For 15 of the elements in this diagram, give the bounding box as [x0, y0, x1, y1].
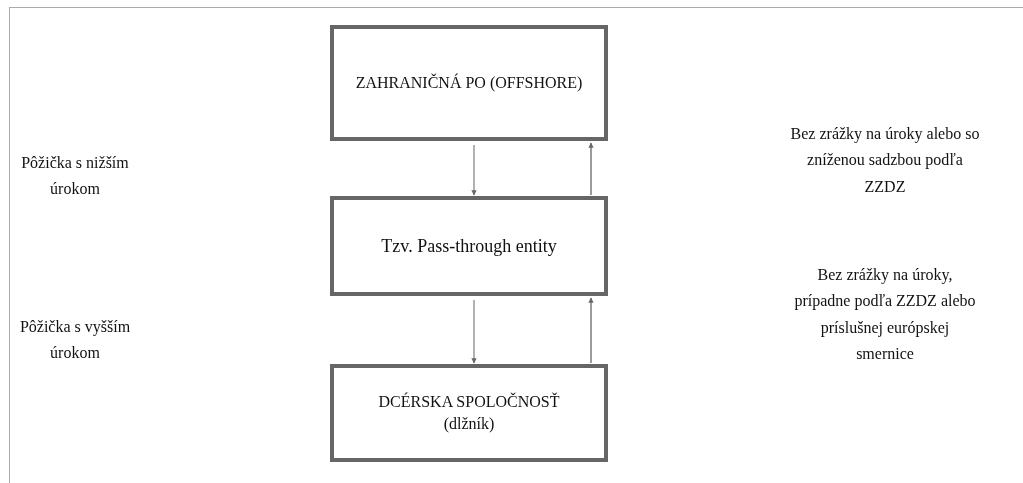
entity-name: ZAHRANIČNÁ PO (OFFSHORE) [355, 72, 583, 94]
entity-name: (dlžník) [443, 414, 495, 435]
entity-box [330, 196, 608, 296]
annotation-text: Pôžička s vyšším úrokom [18, 317, 132, 364]
entity-name: DCÉRSKA SPOLOČNOSŤ [378, 391, 560, 413]
arrow [471, 144, 477, 196]
entity-box [330, 364, 608, 462]
annotation-text: Bez zrážky na úroky alebo so zníženou sadzbou podľa ZZDZ [790, 124, 980, 197]
arrow [588, 297, 594, 364]
arrow [471, 299, 477, 364]
entity-name: Tzv. Pass-through entity [381, 234, 557, 258]
arrow [588, 142, 594, 196]
entity-box [330, 25, 608, 141]
annotation-text: Pôžička s nižším úrokom [20, 153, 130, 200]
annotation-text: Bez zrážky na úroky, prípadne podľa ZZDZ alebo príslušnej európskej smernice [793, 265, 977, 365]
